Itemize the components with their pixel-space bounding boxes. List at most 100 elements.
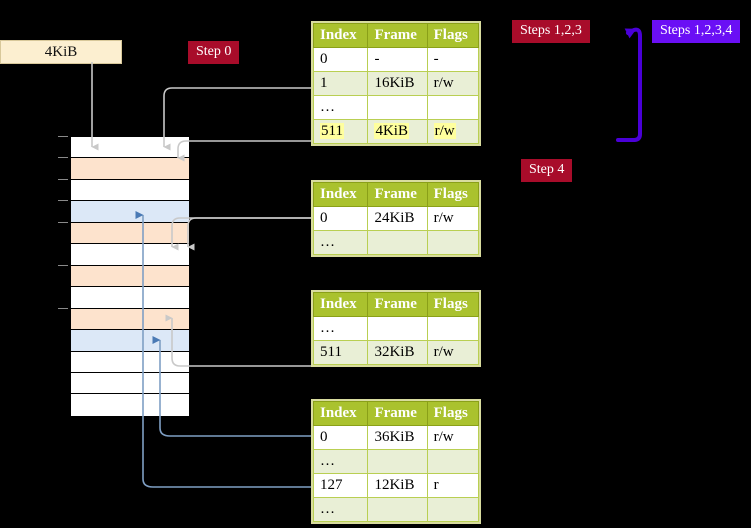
table-cell: r/w bbox=[426, 71, 480, 96]
column-header-frame: Frame bbox=[367, 401, 428, 426]
table-cell: … bbox=[312, 230, 369, 255]
physical-memory-grid bbox=[70, 136, 190, 416]
table-cell bbox=[367, 449, 428, 474]
column-header-index: Index bbox=[312, 23, 369, 48]
table-cell: r/w bbox=[426, 206, 480, 231]
memory-frame-row bbox=[71, 137, 189, 159]
table-cell bbox=[426, 316, 480, 341]
table-row: … bbox=[312, 230, 480, 255]
memory-frame-row bbox=[71, 244, 189, 266]
column-header-frame: Frame bbox=[367, 23, 428, 48]
badge-step4-label: Step 4 bbox=[529, 162, 565, 177]
table-cell: 511 bbox=[312, 119, 369, 144]
column-header-frame: Frame bbox=[367, 182, 428, 207]
table-cell: … bbox=[312, 497, 369, 522]
table-cell: 1 bbox=[312, 71, 369, 96]
memory-frame-row bbox=[71, 330, 189, 352]
table-cell bbox=[367, 316, 428, 341]
memory-frame-row bbox=[71, 158, 189, 180]
badge-steps123-label: Steps 1,2,3 bbox=[520, 23, 582, 38]
column-header-index: Index bbox=[312, 401, 369, 426]
table-cell: 0 bbox=[312, 425, 369, 450]
memory-frame-row bbox=[71, 308, 189, 331]
column-header-flags: Flags bbox=[426, 292, 480, 317]
table-row: … bbox=[312, 497, 480, 522]
memory-frame-tick bbox=[58, 222, 68, 223]
column-header-flags: Flags bbox=[426, 401, 480, 426]
column-header-index: Index bbox=[312, 292, 369, 317]
memory-frame-tick bbox=[58, 200, 68, 201]
table-cell: … bbox=[312, 316, 369, 341]
memory-frame-row bbox=[71, 372, 189, 395]
memory-frame-row bbox=[71, 394, 189, 416]
table-row: … bbox=[312, 95, 480, 120]
memory-frame-tick bbox=[58, 179, 68, 180]
badge-step4: Step 4 bbox=[521, 159, 573, 182]
table-cell: 511 bbox=[312, 340, 369, 365]
table-cell bbox=[367, 95, 428, 120]
table-cell: 4KiB bbox=[367, 119, 428, 144]
table-cell: 36KiB bbox=[367, 425, 428, 450]
memory-size-label: 4KiB bbox=[0, 40, 122, 64]
table-cell: r/w bbox=[426, 425, 480, 450]
table-cell: - bbox=[367, 47, 428, 72]
column-header-flags: Flags bbox=[426, 23, 480, 48]
table-cell bbox=[367, 497, 428, 522]
badge-steps1234-label: Steps 1,2,3,4 bbox=[660, 23, 733, 38]
table-cell: … bbox=[312, 449, 369, 474]
memory-frame-tick bbox=[58, 136, 68, 137]
badge-steps1234: Steps 1,2,3,4 bbox=[652, 20, 741, 43]
memory-frame-row bbox=[71, 265, 189, 288]
memory-frame-tick bbox=[58, 308, 68, 309]
table-cell: r/w bbox=[426, 119, 480, 144]
table-cell: 127 bbox=[312, 473, 369, 498]
table-cell: r/w bbox=[426, 340, 480, 365]
highlighted-value: r/w bbox=[433, 123, 456, 139]
table-cell: - bbox=[426, 47, 480, 72]
highlighted-value: 511 bbox=[320, 123, 344, 139]
table-cell bbox=[426, 95, 480, 120]
table-row: 0-- bbox=[312, 47, 480, 72]
table-cell: r bbox=[426, 473, 480, 498]
badge-step0: Step 0 bbox=[188, 41, 240, 64]
table-cell: 12KiB bbox=[367, 473, 428, 498]
table-cell: 16KiB bbox=[367, 71, 428, 96]
table-row: … bbox=[312, 449, 480, 474]
table-cell: 0 bbox=[312, 206, 369, 231]
table-row: … bbox=[312, 316, 480, 341]
memory-frame-row bbox=[71, 179, 189, 202]
memory-frame-row bbox=[71, 351, 189, 373]
badge-steps123: Steps 1,2,3 bbox=[512, 20, 590, 43]
memory-frame-row bbox=[71, 201, 189, 223]
table-row: 511 4KiB r/w bbox=[312, 119, 480, 144]
table-cell: 32KiB bbox=[367, 340, 428, 365]
memory-frame-row bbox=[71, 222, 189, 245]
table-cell: … bbox=[312, 95, 369, 120]
highlighted-value: 4KiB bbox=[374, 123, 409, 139]
table-cell bbox=[367, 230, 428, 255]
memory-frame-tick bbox=[58, 265, 68, 266]
badge-step0-label: Step 0 bbox=[196, 44, 232, 59]
memory-grid-ticks bbox=[58, 136, 70, 415]
table-cell: 0 bbox=[312, 47, 369, 72]
column-header-index: Index bbox=[312, 182, 369, 207]
column-header-flags: Flags bbox=[426, 182, 480, 207]
table-cell bbox=[426, 497, 480, 522]
memory-frame-tick bbox=[58, 157, 68, 158]
table-cell: 24KiB bbox=[367, 206, 428, 231]
table-cell bbox=[426, 230, 480, 255]
